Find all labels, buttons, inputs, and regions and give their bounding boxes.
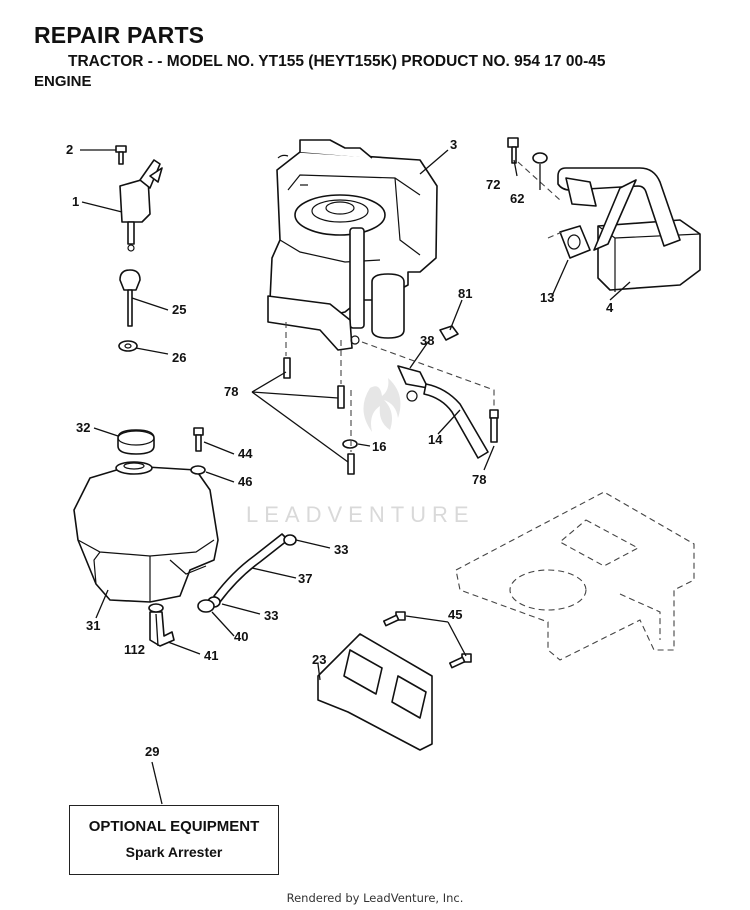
callout-14: 14 <box>428 432 443 447</box>
callout-72: 72 <box>486 177 500 192</box>
callout-81: 81 <box>458 286 472 301</box>
fuel-cap-part[interactable] <box>117 429 155 455</box>
fuel-tank-part[interactable] <box>73 461 219 603</box>
muffler-part[interactable] <box>557 167 701 292</box>
tank-washer-part[interactable] <box>190 465 206 475</box>
callout-23: 23 <box>312 652 326 667</box>
callout-78-a: 78 <box>224 384 238 399</box>
engine-bolt-part[interactable] <box>283 357 499 475</box>
callout-41: 41 <box>204 648 218 663</box>
callout-16: 16 <box>372 439 386 454</box>
section-title: ENGINE <box>34 73 92 90</box>
watermark: LEADVENTURE <box>246 378 475 527</box>
fuel-line-part[interactable] <box>423 383 489 459</box>
lock-washer-part[interactable] <box>532 152 548 164</box>
callout-32: 32 <box>76 420 90 435</box>
heat-shield-part[interactable] <box>317 633 433 751</box>
choke-knob-part[interactable] <box>119 269 141 327</box>
grommet-part[interactable] <box>197 599 215 613</box>
callout-78-b: 78 <box>472 472 486 487</box>
callout-45: 45 <box>448 607 462 622</box>
callout-62: 62 <box>510 191 524 206</box>
optional-equipment-box: OPTIONAL EQUIPMENT Spark Arrester <box>69 805 279 875</box>
engine-part[interactable] <box>267 139 438 351</box>
callout-25: 25 <box>172 302 186 317</box>
elbow-fitting-part[interactable] <box>149 611 175 647</box>
watermark-text: LEADVENTURE <box>246 502 475 527</box>
tank-screw-part[interactable] <box>193 427 204 452</box>
bushing-part[interactable] <box>148 603 164 613</box>
callout-112: 112 <box>124 642 145 657</box>
callout-26: 26 <box>172 350 186 365</box>
washer-part[interactable] <box>118 340 138 352</box>
callout-40: 40 <box>234 629 248 644</box>
model-subtitle: TRACTOR - - MODEL NO. YT155 (HEYT155K) P… <box>68 53 606 70</box>
callout-44: 44 <box>238 446 253 461</box>
callout-33-a: 33 <box>334 542 348 557</box>
callout-3: 3 <box>450 137 457 152</box>
callout-2: 2 <box>66 142 73 157</box>
callout-46: 46 <box>238 474 252 489</box>
spark-arrester-item[interactable]: Spark Arrester <box>125 844 223 860</box>
footer-credit: Rendered by LeadVenture, Inc. <box>286 891 464 905</box>
gasket-part[interactable] <box>559 225 591 259</box>
callout-1: 1 <box>72 194 79 209</box>
callout-33-b: 33 <box>264 608 278 623</box>
callout-31: 31 <box>86 618 100 633</box>
nut-part[interactable] <box>439 325 459 341</box>
optional-equipment-title: OPTIONAL EQUIPMENT <box>88 818 260 835</box>
fuel-filter-part[interactable] <box>397 365 429 402</box>
screw-part[interactable] <box>115 145 127 165</box>
callout-13: 13 <box>540 290 554 305</box>
fuel-hose-part[interactable] <box>213 533 289 603</box>
callout-38: 38 <box>420 333 434 348</box>
callout-37: 37 <box>298 571 312 586</box>
callout-4: 4 <box>606 300 614 315</box>
bolt-part[interactable] <box>507 137 519 164</box>
page-title: REPAIR PARTS <box>34 22 205 48</box>
frame-reference <box>455 491 695 661</box>
assembly-guides <box>285 161 563 452</box>
callout-labels: 2 1 3 72 62 13 4 25 26 81 38 78 16 14 78… <box>66 137 614 759</box>
callout-29: 29 <box>145 744 159 759</box>
throttle-control-part[interactable] <box>119 159 163 252</box>
leader-lines <box>80 149 631 805</box>
shield-bolt-part[interactable] <box>383 611 472 669</box>
flat-washer-part[interactable] <box>342 439 358 449</box>
